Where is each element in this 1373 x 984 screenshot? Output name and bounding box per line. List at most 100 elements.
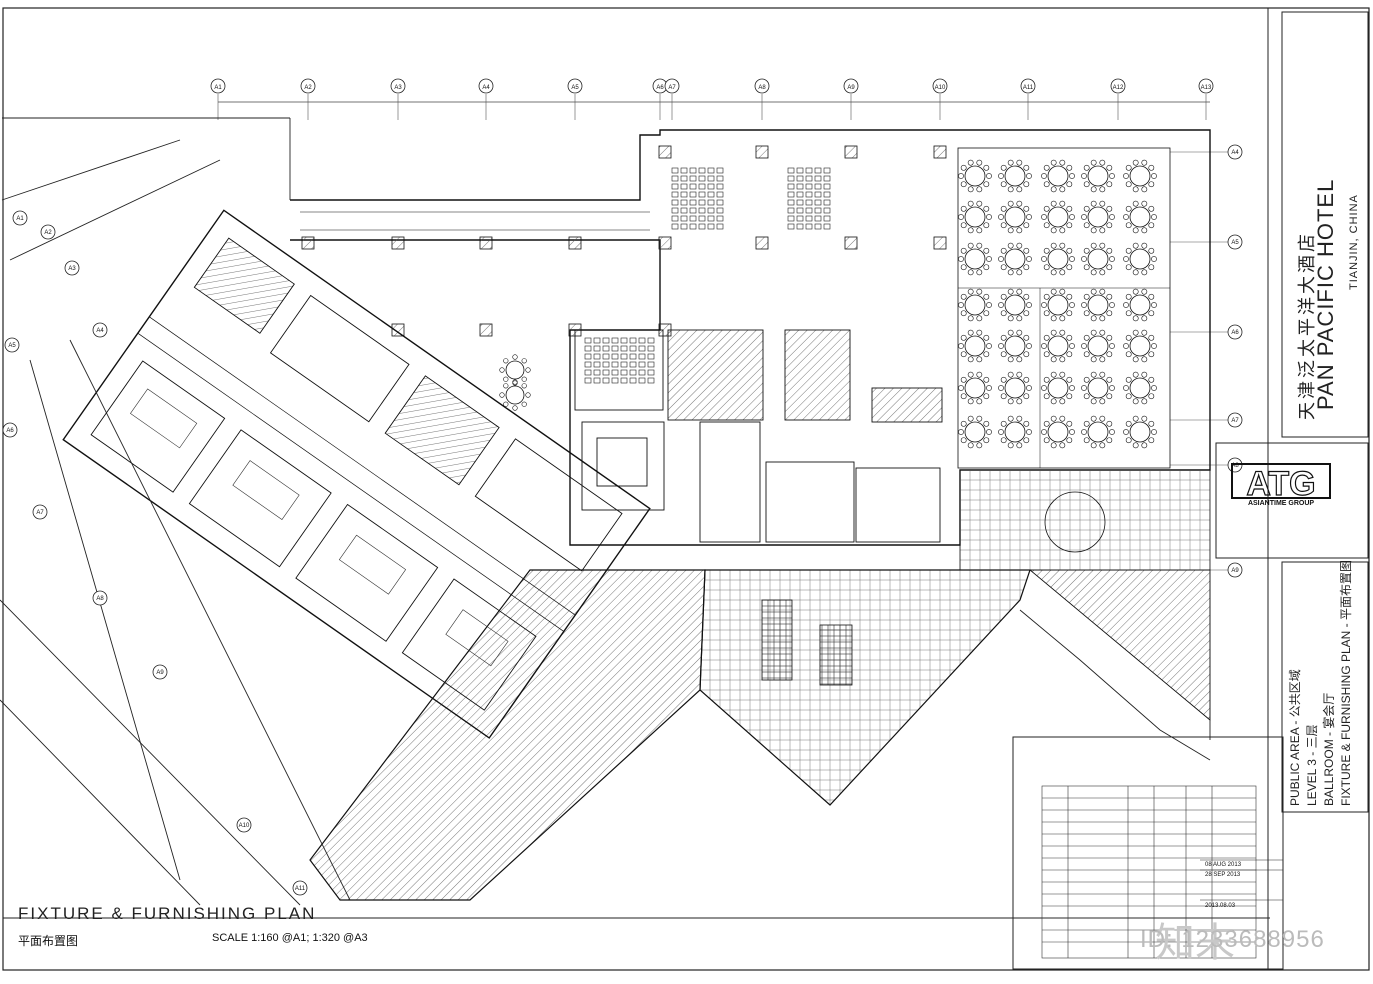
column (391, 236, 405, 250)
chair (647, 353, 655, 360)
chair (620, 337, 628, 344)
banquet-table (1123, 329, 1157, 363)
chair (611, 369, 619, 376)
kitchen-wing (699, 469, 1211, 806)
column (479, 236, 493, 250)
grid-bubble (1227, 324, 1243, 340)
grid-bubble (12, 210, 28, 226)
chair (707, 183, 715, 190)
grid-label: A2 (304, 85, 312, 91)
chair (707, 215, 715, 222)
column (391, 323, 405, 337)
ballroom-banquet-tables (499, 159, 1157, 449)
company-logo: ATG ASIANTIME GROUP (1231, 463, 1331, 507)
grid-label: A7 (36, 510, 44, 516)
chair (796, 207, 804, 214)
chair (823, 175, 831, 182)
banquet-table (998, 415, 1032, 449)
chair (680, 215, 688, 222)
plan-title-cn: 平面布置图 (18, 934, 79, 948)
watermark-id: ID: 1233688956 (1140, 926, 1325, 953)
banquet-table (998, 371, 1032, 405)
banquet-table (1123, 288, 1157, 322)
banquet-table (958, 288, 992, 322)
grid-bubble (300, 78, 316, 94)
chair (698, 183, 706, 190)
grid-label: A7 (668, 85, 676, 91)
chair (680, 223, 688, 230)
chair (805, 215, 813, 222)
chair (638, 337, 646, 344)
chair (593, 353, 601, 360)
banquet-table (958, 242, 992, 276)
grid-label: A5 (571, 85, 579, 91)
grid-label: A8 (1231, 463, 1239, 469)
chair (620, 369, 628, 376)
chair (671, 191, 679, 198)
chair (611, 337, 619, 344)
chair (584, 377, 592, 384)
chair (620, 361, 628, 368)
chair (796, 223, 804, 230)
chair (689, 167, 697, 174)
grid-label: A6 (1231, 330, 1239, 336)
grid-bubble (92, 322, 108, 338)
chair (787, 175, 795, 182)
grid-bubble (1227, 412, 1243, 428)
chair (796, 191, 804, 198)
grid-bubble (32, 504, 48, 520)
chair (671, 167, 679, 174)
chair (689, 207, 697, 214)
chair (638, 369, 646, 376)
column (755, 236, 769, 250)
grid-bubble (92, 590, 108, 606)
chair (689, 183, 697, 190)
chair (611, 361, 619, 368)
chair (629, 369, 637, 376)
chair (689, 199, 697, 206)
round-table (499, 379, 531, 411)
grid-bubble (1227, 234, 1243, 250)
grid-label: A4 (482, 85, 490, 91)
watermark-brand: 知末 (1155, 921, 1235, 965)
chair (602, 353, 610, 360)
grid-label: A7 (1231, 418, 1239, 424)
chair (823, 183, 831, 190)
grid-label: A9 (1231, 568, 1239, 574)
chair (698, 223, 706, 230)
chair (787, 191, 795, 198)
chair (611, 377, 619, 384)
banquet-table (1041, 159, 1075, 193)
chair (787, 207, 795, 214)
chair (602, 337, 610, 344)
chair (796, 183, 804, 190)
banquet-table (1041, 288, 1075, 322)
column (755, 145, 769, 159)
chair (671, 223, 679, 230)
chair (647, 361, 655, 368)
chair (611, 345, 619, 352)
chair (680, 175, 688, 182)
chair (796, 199, 804, 206)
grid-label: A10 (935, 85, 946, 91)
grid-bubble (932, 78, 948, 94)
chair (611, 353, 619, 360)
grid-bubble (567, 78, 583, 94)
banquet-table (998, 200, 1032, 234)
chair (698, 207, 706, 214)
service-core (574, 329, 943, 543)
chair (671, 207, 679, 214)
chair (823, 223, 831, 230)
grid-bubble (1198, 78, 1214, 94)
chair (671, 183, 679, 190)
rotated-left-wing (62, 209, 651, 739)
grid-bubble (152, 664, 168, 680)
plan-scale: SCALE 1:160 @A1; 1:320 @A3 (212, 932, 368, 944)
chair (698, 199, 706, 206)
chair (602, 345, 610, 352)
grid-label: A9 (156, 670, 164, 676)
chair (620, 377, 628, 384)
drawing-info-line4: FIXTURE & FURNISHING PLAN - 平面布置图 (1339, 559, 1353, 806)
banquet-table (1081, 242, 1115, 276)
